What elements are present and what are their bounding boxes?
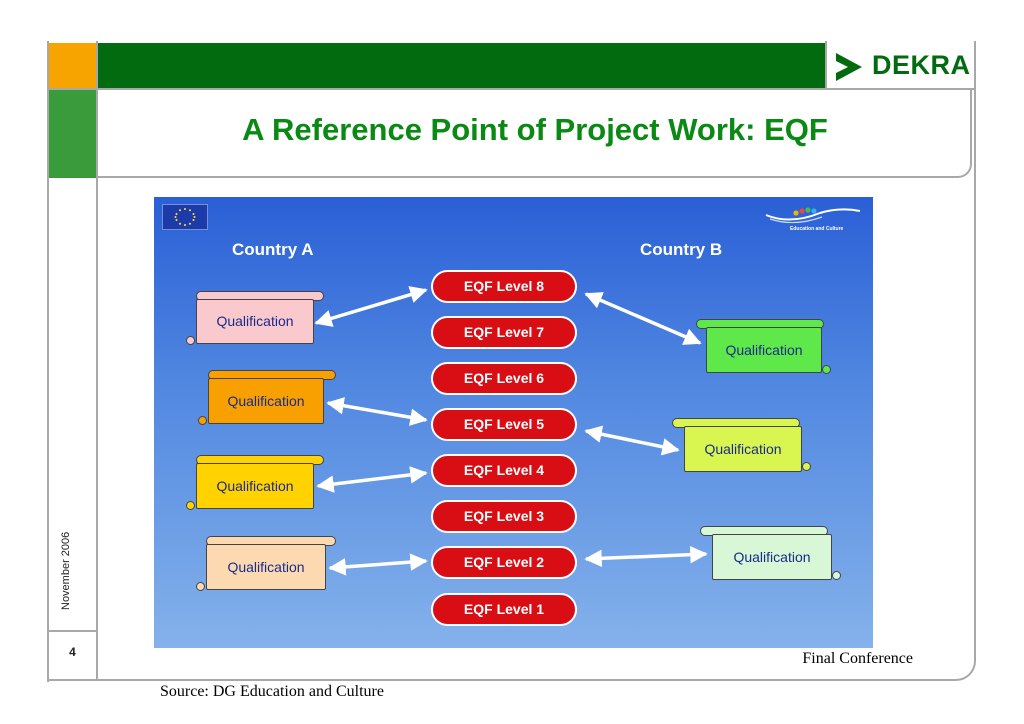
eqf-level-8: EQF Level 8 bbox=[431, 270, 577, 303]
arrow-b1-level8 bbox=[584, 292, 702, 345]
eqf-level-7: EQF Level 7 bbox=[431, 316, 577, 349]
country-a-heading: Country A bbox=[232, 240, 314, 259]
arrow-a2-level5 bbox=[326, 397, 428, 426]
country-b-heading: Country B bbox=[640, 240, 723, 259]
scroll-curl bbox=[186, 336, 195, 345]
program-logo-caption: Education and Culture bbox=[790, 226, 844, 232]
eqf-level-3: EQF Level 3 bbox=[431, 500, 577, 533]
qualification-a-1: Qualification bbox=[196, 299, 314, 344]
logo-text: DEKRA bbox=[872, 50, 971, 80]
header-bar bbox=[98, 43, 825, 88]
scroll-curl bbox=[802, 462, 811, 471]
header-divider bbox=[47, 88, 974, 90]
arrow-a4-level2 bbox=[328, 553, 428, 576]
page-title: A Reference Point of Project Work: EQF bbox=[242, 112, 828, 147]
arrow-b2-level5 bbox=[584, 425, 680, 456]
eqf-level-2: EQF Level 2 bbox=[431, 546, 577, 579]
arrow-a3-level4 bbox=[316, 466, 428, 493]
eqf-level-4: EQF Level 4 bbox=[431, 454, 577, 487]
eqf-level-5: EQF Level 5 bbox=[431, 408, 577, 441]
scroll-curl bbox=[198, 416, 207, 425]
sidebar-divider bbox=[47, 630, 98, 632]
qualification-a-2: Qualification bbox=[208, 378, 324, 424]
scroll-curl bbox=[832, 571, 841, 580]
footer-conference: Final Conference bbox=[802, 650, 913, 667]
qualification-b-3: Qualification bbox=[712, 534, 832, 580]
qualification-b-1: Qualification bbox=[706, 327, 822, 373]
qualification-a-3: Qualification bbox=[196, 463, 314, 509]
arrow-a1-level8 bbox=[314, 286, 428, 327]
eqf-level-1: EQF Level 1 bbox=[431, 593, 577, 626]
education-culture-logo-icon bbox=[765, 207, 861, 224]
qualification-b-2: Qualification bbox=[684, 426, 802, 472]
eqf-level-6: EQF Level 6 bbox=[431, 362, 577, 395]
dekra-logo-mark-icon bbox=[836, 53, 862, 81]
slide-date: November 2006 bbox=[60, 531, 72, 610]
qualification-a-4: Qualification bbox=[206, 544, 326, 590]
scroll-curl bbox=[822, 365, 831, 374]
page-number: 4 bbox=[69, 645, 76, 659]
scroll-curl bbox=[196, 582, 205, 591]
arrow-b3-level2 bbox=[584, 545, 708, 568]
frame-column-line bbox=[96, 41, 98, 681]
orange-accent-block bbox=[49, 43, 96, 88]
scroll-curl bbox=[186, 501, 195, 510]
eu-flag-icon bbox=[162, 204, 208, 230]
title-box bbox=[98, 90, 972, 178]
mapping-arrows bbox=[314, 286, 708, 576]
frame-left-line bbox=[47, 41, 49, 682]
green-accent-block bbox=[49, 90, 96, 178]
source-caption: Source: DG Education and Culture bbox=[160, 683, 384, 700]
